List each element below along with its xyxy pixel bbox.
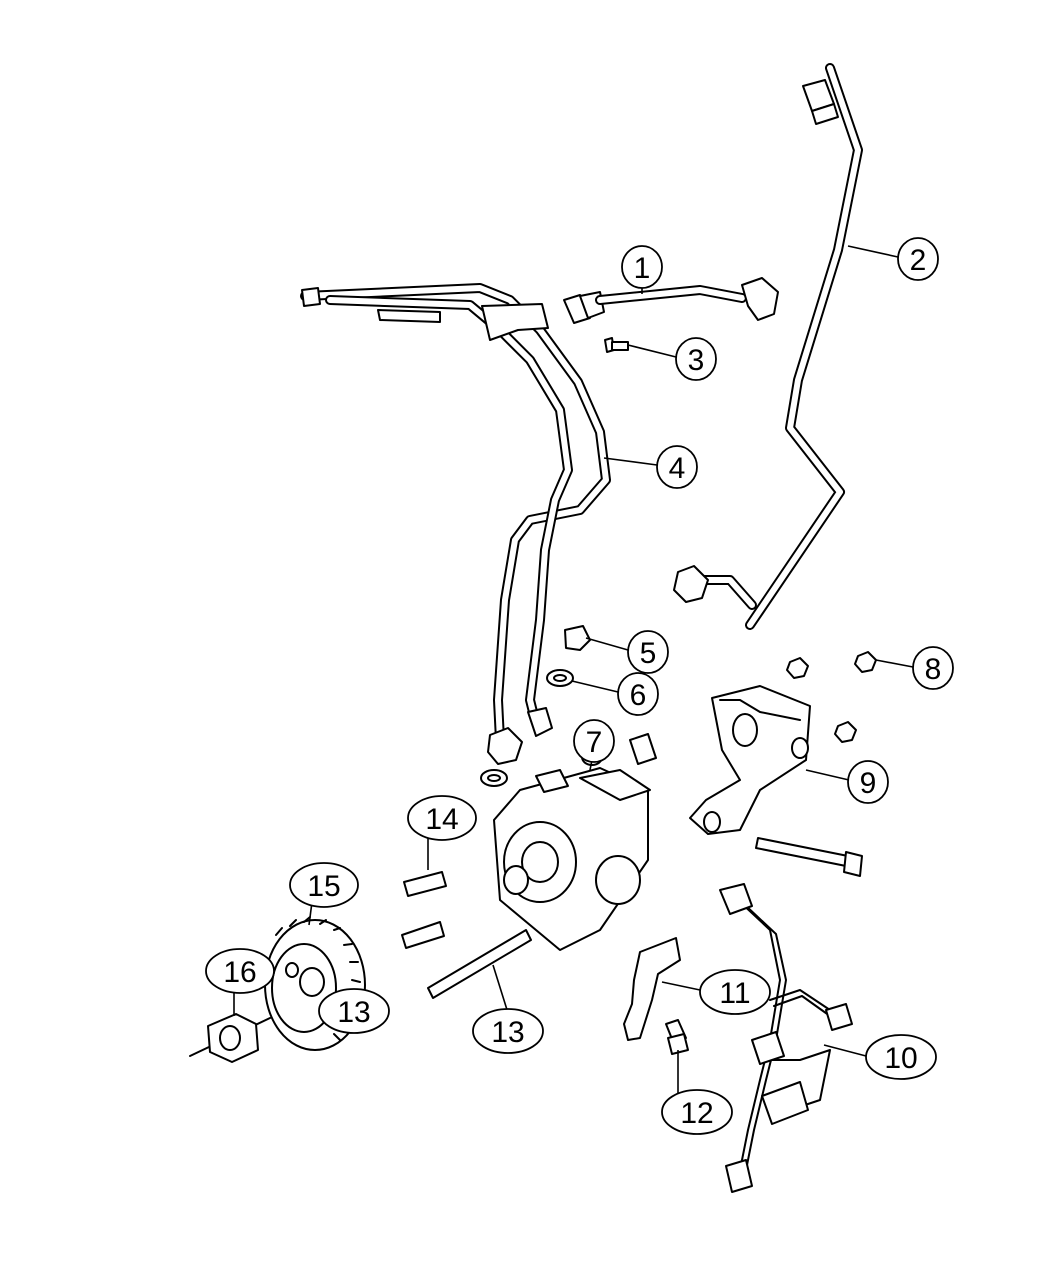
callout-label: 3 xyxy=(688,344,705,377)
part-5-bolt xyxy=(564,625,591,651)
callout-15: 15 xyxy=(289,862,359,908)
part-11-bracket xyxy=(623,937,681,1041)
callout-label: 12 xyxy=(680,1097,713,1130)
callout-3: 3 xyxy=(675,337,717,381)
callout-13-sprocket: 13 xyxy=(318,988,390,1034)
part-16-nut xyxy=(189,1013,271,1063)
callout-5: 5 xyxy=(627,630,669,674)
part-3-bolt xyxy=(604,337,629,353)
callout-label: 7 xyxy=(586,726,603,759)
callout-label: 2 xyxy=(910,244,927,277)
part-7-fuel-pump xyxy=(493,733,657,951)
callout-2: 2 xyxy=(897,237,939,281)
part-9-bracket xyxy=(689,685,811,835)
callout-13-rod: 13 xyxy=(472,1008,544,1054)
leader-lines xyxy=(233,245,914,1095)
callout-16: 16 xyxy=(205,948,275,994)
callout-label: 15 xyxy=(307,870,340,903)
callout-label: 13 xyxy=(337,996,370,1029)
callout-label: 14 xyxy=(425,803,458,836)
part-2-fuel-tube xyxy=(673,63,863,630)
part-4-fuel-lines xyxy=(300,283,611,765)
part-1-sensor xyxy=(563,277,779,324)
washer xyxy=(480,769,508,787)
callout-12: 12 xyxy=(661,1089,733,1135)
callout-7: 7 xyxy=(573,719,615,763)
callout-label: 4 xyxy=(669,452,686,485)
callout-10: 10 xyxy=(865,1034,937,1080)
part-14-pin xyxy=(403,871,447,897)
callout-1: 1 xyxy=(621,245,663,289)
callout-label: 11 xyxy=(719,977,750,1010)
callout-label: 13 xyxy=(491,1016,524,1049)
callout-14: 14 xyxy=(407,795,477,841)
callout-4: 4 xyxy=(656,445,698,489)
part-8-nuts xyxy=(786,651,877,743)
part-13-rod xyxy=(427,929,532,999)
pin xyxy=(401,921,445,949)
callout-8: 8 xyxy=(912,646,954,690)
part-12-bolt xyxy=(665,1019,689,1055)
callout-label: 1 xyxy=(634,252,651,285)
callout-label: 16 xyxy=(223,956,256,989)
callout-9: 9 xyxy=(847,760,889,804)
long-bolt xyxy=(755,837,863,877)
part-10-wiring-harness xyxy=(719,883,853,1193)
callout-label: 10 xyxy=(884,1042,917,1075)
callout-11: 11 xyxy=(699,969,771,1015)
callout-label: 5 xyxy=(640,637,657,670)
callout-label: 6 xyxy=(630,679,647,712)
part-6-washer xyxy=(546,669,574,687)
callout-label: 8 xyxy=(925,653,942,686)
callout-label: 9 xyxy=(860,767,877,800)
callout-6: 6 xyxy=(617,672,659,716)
